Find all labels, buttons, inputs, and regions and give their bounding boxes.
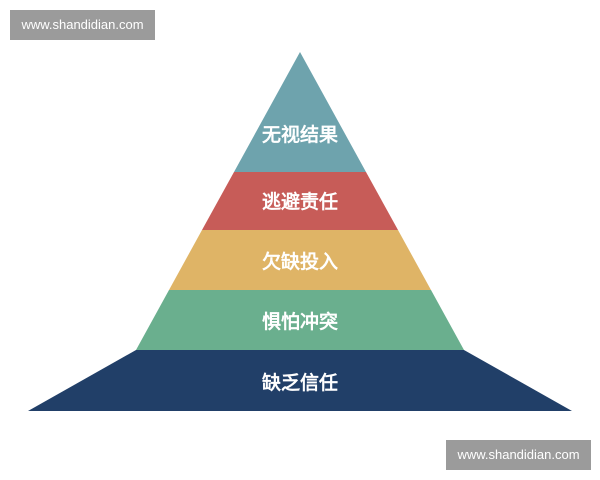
pyramid-layer-2: 逃避责任 <box>202 172 398 230</box>
pyramid-layer-5-label: 缺乏信任 <box>262 371 338 394</box>
watermark-top: www.shandidian.com <box>10 10 155 40</box>
pyramid-layer-3-shape <box>169 230 431 290</box>
pyramid-layer-1-shape <box>234 52 366 172</box>
pyramid-layer-2-label: 逃避责任 <box>262 190 338 213</box>
pyramid-layer-2-shape <box>202 172 398 230</box>
pyramid-layer-4-label: 惧怕冲突 <box>262 310 338 333</box>
pyramid-layer-5-shape <box>28 350 572 411</box>
pyramid-layer-5: 缺乏信任 <box>28 350 572 411</box>
pyramid-layer-1: 无视结果 <box>234 52 366 172</box>
pyramid-layer-4: 惧怕冲突 <box>136 290 464 350</box>
pyramid-layer-1-label: 无视结果 <box>262 123 338 146</box>
pyramid-layer-3: 欠缺投入 <box>169 230 431 290</box>
watermark-bottom: www.shandidian.com <box>446 440 591 470</box>
pyramid-layer-3-label: 欠缺投入 <box>262 250 338 273</box>
pyramid-layer-4-shape <box>136 290 464 350</box>
